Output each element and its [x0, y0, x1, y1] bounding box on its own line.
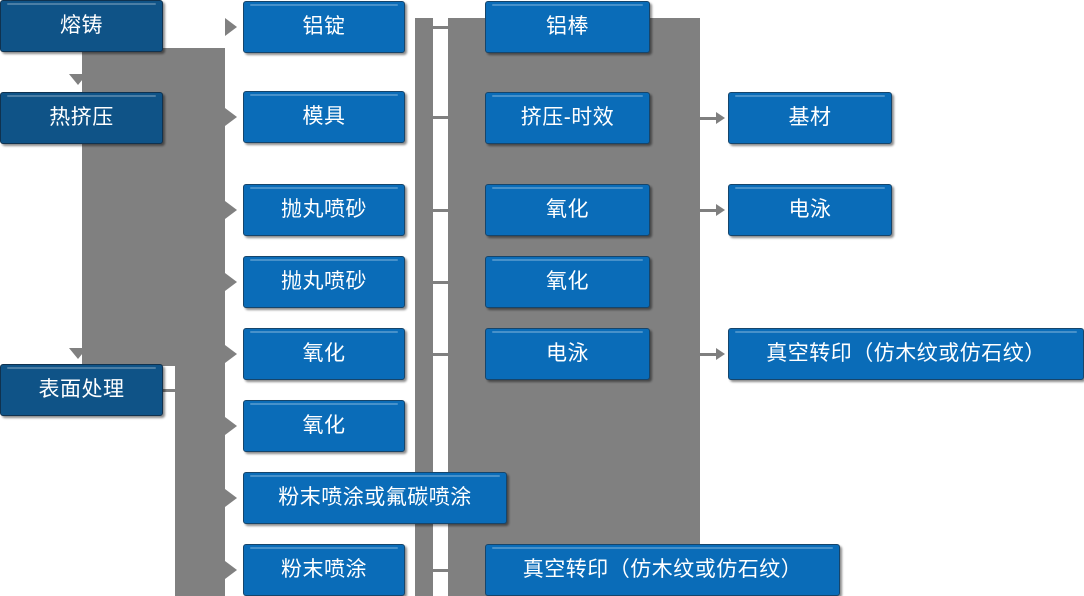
input-box-shot-blasting-2[interactable]: 抛丸喷砂 — [243, 256, 405, 308]
connector-arrow-to-surface-treatment — [69, 348, 87, 359]
box-highlight — [492, 259, 643, 261]
connector-rail-stub-5 — [431, 353, 450, 356]
box-highlight — [250, 187, 398, 189]
input-box-oxidation-2[interactable]: 氧化 — [243, 400, 405, 452]
arrow-to-base-material — [700, 112, 725, 124]
connector-arrow-to-hot-extrusion — [69, 74, 87, 85]
box-highlight — [492, 547, 833, 549]
connector-arrow-input-3 — [225, 201, 237, 219]
input-label-aluminum-ingot: 铝锭 — [302, 15, 346, 39]
output-box-vacuum-transfer[interactable]: 真空转印（仿木纹或仿石纹） — [728, 328, 1084, 380]
box-highlight — [492, 187, 643, 189]
input-label-shot-blasting-1: 抛丸喷砂 — [281, 198, 367, 222]
stage-box-surface-treatment[interactable]: 表面处理 — [0, 364, 163, 416]
input-box-shot-blasting-1[interactable]: 抛丸喷砂 — [243, 184, 405, 236]
box-highlight — [735, 331, 1077, 333]
box-highlight — [735, 187, 885, 189]
box-highlight — [492, 95, 643, 97]
stage-box-hot-extrusion[interactable]: 热挤压 — [0, 92, 163, 144]
connector-arrow-input-5 — [225, 345, 237, 363]
input-label-shot-blasting-2: 抛丸喷砂 — [281, 270, 367, 294]
box-highlight — [250, 403, 398, 405]
connector-arrow-input-4 — [225, 273, 237, 291]
box-highlight — [250, 475, 500, 477]
box-highlight — [250, 547, 398, 549]
connector-middle-rail — [415, 18, 433, 596]
box-highlight — [492, 331, 643, 333]
output-box-base-material[interactable]: 基材 — [728, 92, 892, 144]
process-box-aluminum-bar[interactable]: 铝棒 — [485, 1, 650, 53]
arrow-to-electrophoresis — [700, 204, 725, 216]
input-label-powder-coating: 粉末喷涂 — [281, 558, 367, 582]
connector-arrow-input-6 — [225, 417, 237, 435]
connector-rail-stub-1 — [431, 26, 450, 29]
connector-arrow-input-7 — [225, 489, 237, 507]
input-label-powder-or-fluorocarbon: 粉末喷涂或氟碳喷涂 — [278, 486, 472, 510]
input-box-powder-or-fluorocarbon[interactable]: 粉末喷涂或氟碳喷涂 — [243, 472, 507, 524]
box-highlight — [492, 4, 643, 6]
connector-rail-stub-6 — [431, 569, 450, 572]
connector-trunk-narrow — [175, 366, 225, 596]
connector-rail-stub-4 — [431, 281, 450, 284]
process-label-aluminum-bar: 铝棒 — [546, 15, 589, 39]
process-label-vacuum-transfer: 真空转印（仿木纹或仿石纹） — [522, 558, 803, 582]
input-box-oxidation-1[interactable]: 氧化 — [243, 328, 405, 380]
connector-rail-stub-3 — [431, 209, 450, 212]
box-highlight — [7, 95, 156, 97]
input-box-aluminum-ingot[interactable]: 铝锭 — [243, 1, 405, 53]
stage-label-melt-cast: 熔铸 — [60, 14, 103, 38]
stage-label-hot-extrusion: 热挤压 — [49, 106, 114, 130]
process-box-vacuum-transfer[interactable]: 真空转印（仿木纹或仿石纹） — [485, 544, 840, 596]
box-highlight — [735, 95, 885, 97]
input-box-mold[interactable]: 模具 — [243, 91, 405, 143]
box-highlight — [250, 259, 398, 261]
input-label-mold: 模具 — [302, 105, 346, 129]
connector-arrow-input-2 — [225, 108, 237, 126]
stage-box-melt-cast[interactable]: 熔铸 — [0, 0, 163, 52]
input-label-oxidation-1: 氧化 — [302, 342, 346, 366]
connector-arrow-input-1 — [225, 18, 237, 36]
process-box-electrophoresis[interactable]: 电泳 — [485, 328, 650, 380]
box-highlight — [250, 331, 398, 333]
box-highlight — [7, 3, 156, 5]
input-label-oxidation-2: 氧化 — [302, 414, 346, 438]
arrow-to-vacuum-transfer — [700, 348, 725, 360]
box-highlight — [250, 4, 398, 6]
connector-rail-stub-2 — [431, 116, 450, 119]
process-box-extrusion-aging[interactable]: 挤压-时效 — [485, 92, 650, 144]
process-box-oxidation-2[interactable]: 氧化 — [485, 256, 650, 308]
box-highlight — [7, 367, 156, 369]
process-label-extrusion-aging: 挤压-时效 — [520, 106, 615, 130]
output-label-base-material: 基材 — [788, 106, 832, 130]
stage-label-surface-treatment: 表面处理 — [38, 378, 125, 402]
output-box-electrophoresis[interactable]: 电泳 — [728, 184, 892, 236]
process-box-oxidation-1[interactable]: 氧化 — [485, 184, 650, 236]
box-highlight — [250, 94, 398, 96]
input-box-powder-coating[interactable]: 粉末喷涂 — [243, 544, 405, 596]
process-label-oxidation-1: 氧化 — [546, 198, 589, 222]
process-label-electrophoresis: 电泳 — [546, 342, 589, 366]
output-label-electrophoresis: 电泳 — [788, 198, 832, 222]
output-label-vacuum-transfer: 真空转印（仿木纹或仿石纹） — [766, 342, 1046, 366]
process-label-oxidation-2: 氧化 — [546, 270, 589, 294]
connector-stub-surface-treatment — [160, 389, 190, 392]
connector-arrow-input-8 — [225, 561, 237, 579]
